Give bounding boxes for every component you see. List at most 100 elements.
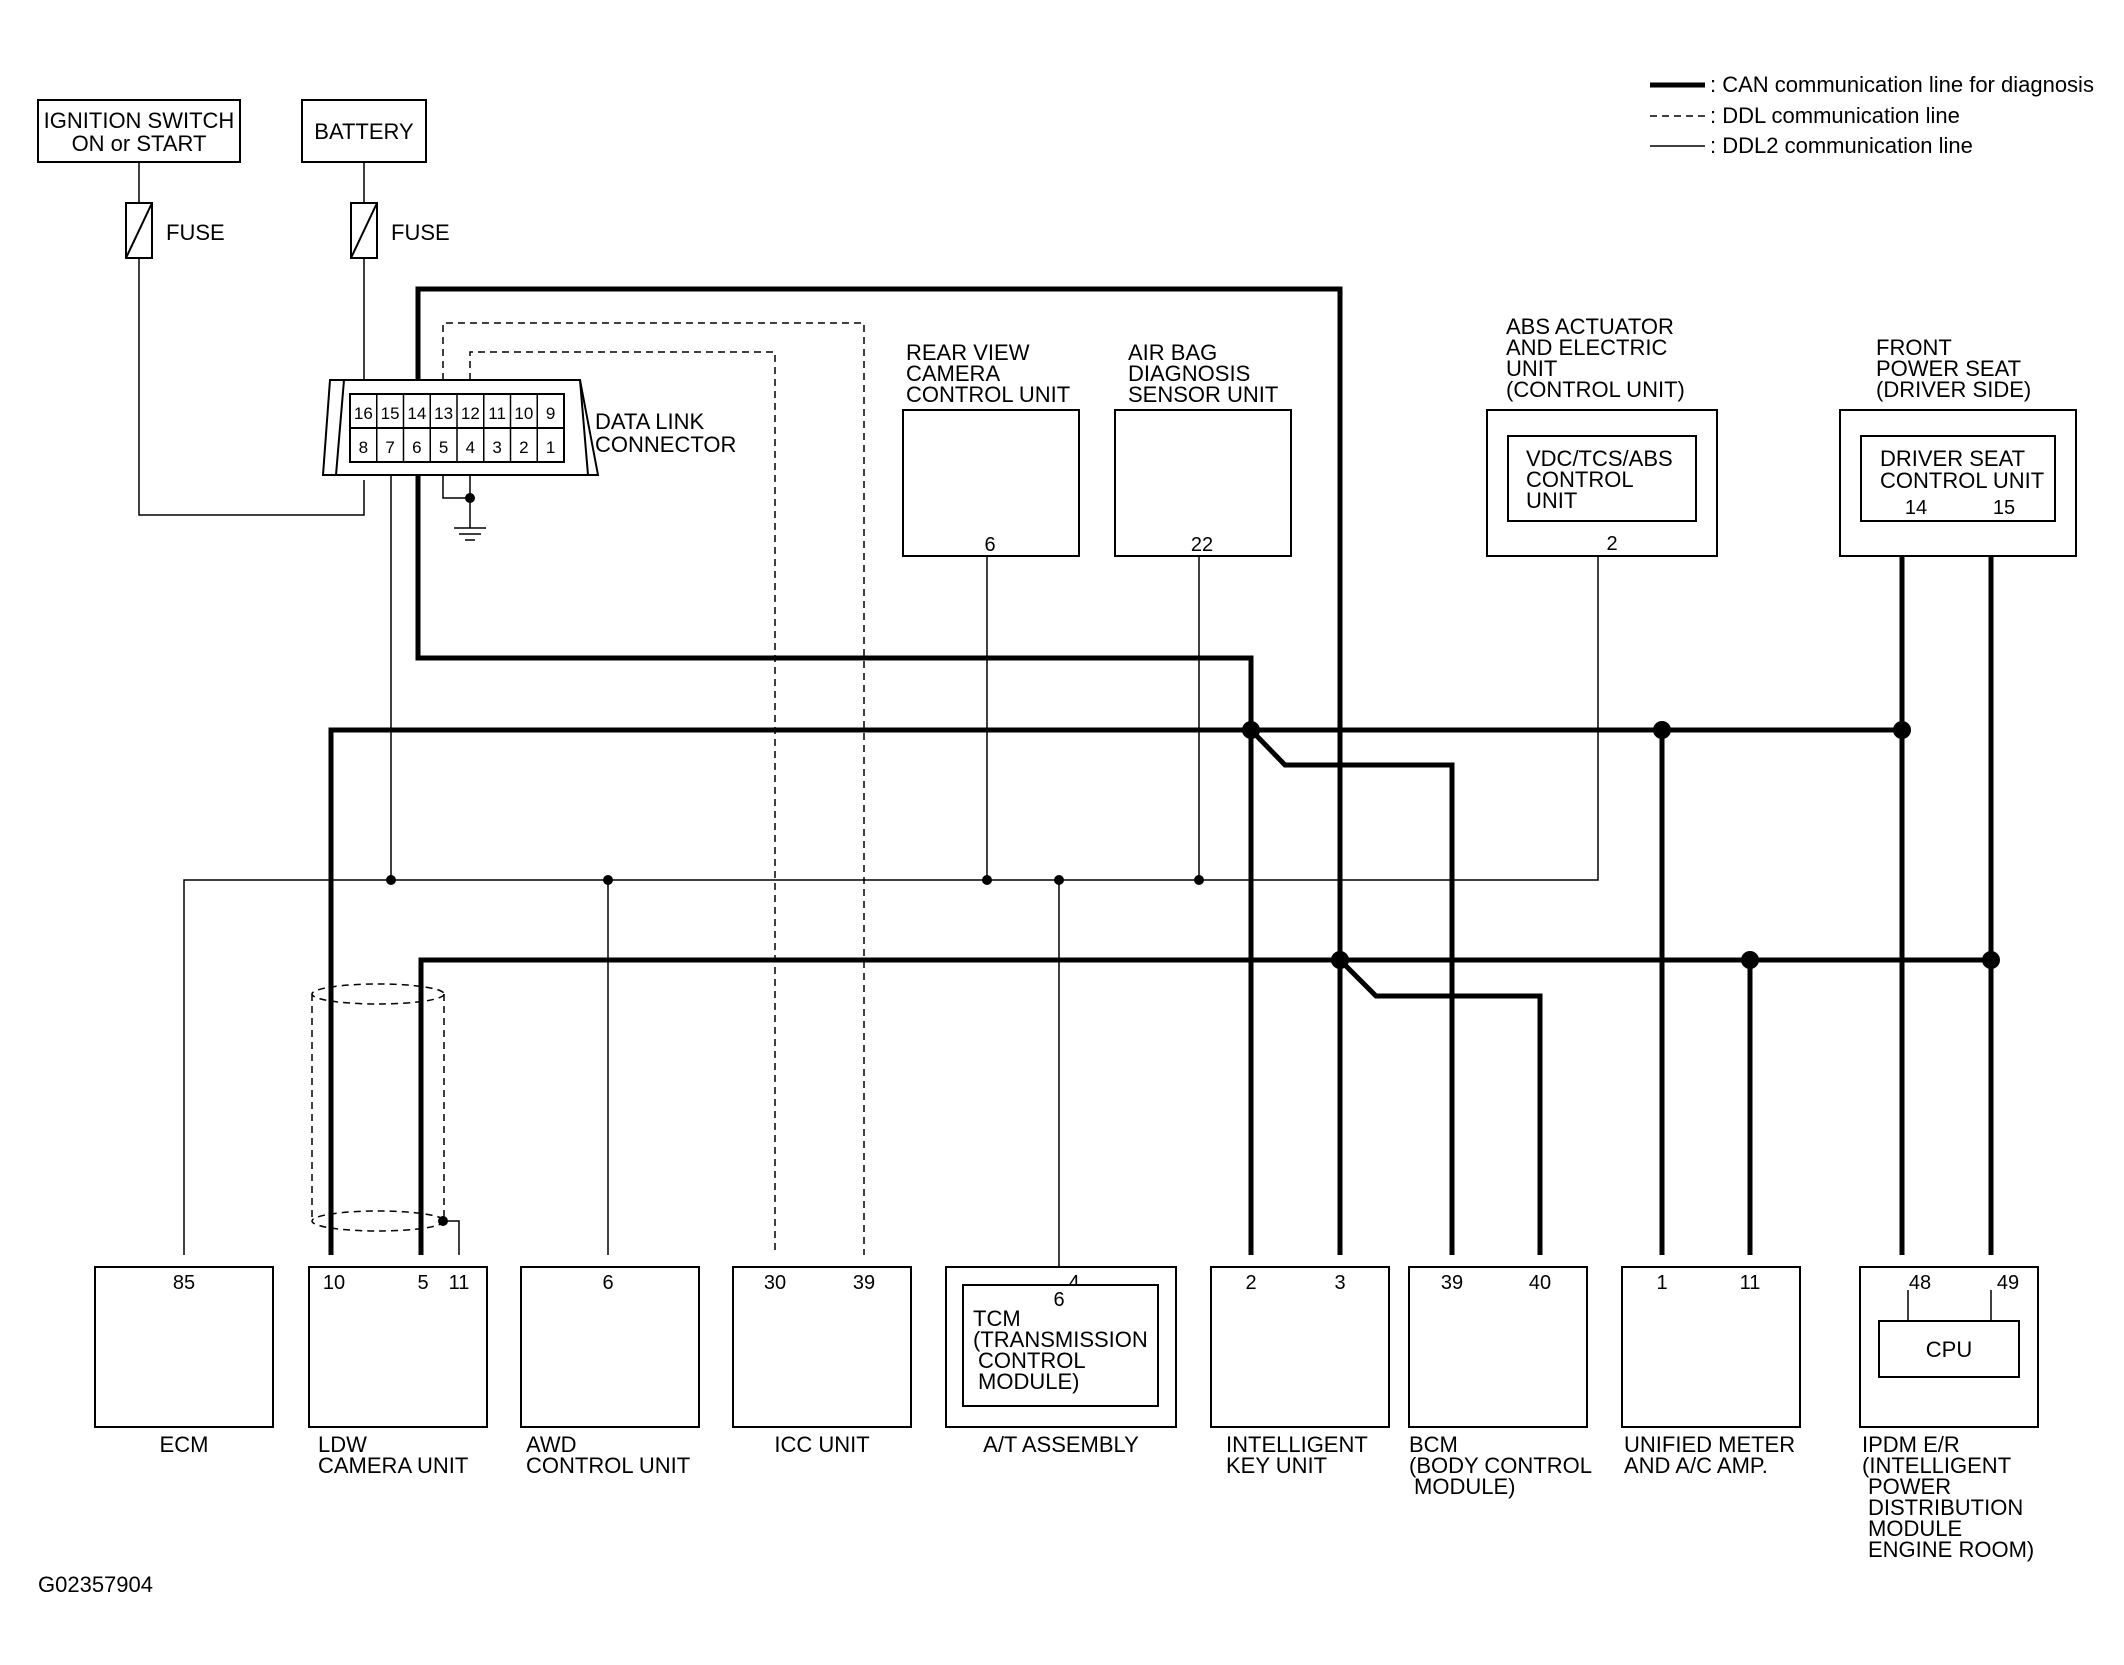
tcm-inner-box [962,1284,1159,1407]
ecm-label: ECM [160,1432,209,1457]
icc-unit: 30 39 ICC UNIT [732,1266,912,1457]
tcm-pin: 6 [1053,1289,1064,1311]
ddl-line-icc-39 [442,322,865,1255]
ground-junction-dot [465,493,475,503]
can-h-bcm-branch [1249,728,1455,1255]
ipdm-pin: 49 [1997,1272,2019,1294]
ground-symbol [454,527,486,541]
ldw-pin: 11 [449,1272,470,1294]
air-bag-pin: 22 [1191,534,1213,556]
can-l-dlc-line [415,286,1343,1255]
driver-seat-inner-label-line1: DRIVER SEAT [1880,446,2025,471]
meter-label-line2: AND A/C AMP. [1624,1453,1768,1478]
ddl2-junction-dot [1054,875,1064,885]
tcm-label-line3: CONTROL [978,1348,1086,1373]
dlc-pin-number: 12 [461,404,480,423]
ldw-label-line2: CAMERA UNIT [318,1453,468,1478]
dlc-pin-number: 4 [466,438,475,457]
at-assembly: 4 6 TCM (TRANSMISSION CONTROL MODULE) A/… [945,1266,1177,1457]
dlc-label-line1: DATA LINK [595,409,705,434]
ipdm-label-line5: MODULE [1868,1516,1962,1541]
can-h-bus [328,727,1902,1255]
meter-pin: 11 [1740,1272,1761,1294]
can-junction-dot [1893,721,1911,739]
dlc-pin-number: 9 [546,404,555,423]
legend-can-label: : CAN communication line for diagnosis [1710,72,2094,97]
iku-pin: 3 [1334,1272,1345,1294]
junction-dots [386,493,2000,1226]
can-junction-dot [1242,721,1260,739]
intelligent-key-unit: 2 3 INTELLIGENT KEY UNIT [1210,1266,1390,1478]
power-seat-label-line1: FRONT [1876,335,1952,360]
abs-inner-label-line1: VDC/TCS/ABS [1526,446,1673,471]
dlc-pin-number: 11 [488,404,506,423]
fuse-label: FUSE [166,220,225,245]
driver-seat-pin: 14 [1905,497,1927,519]
awd-pin: 6 [602,1272,613,1294]
battery: BATTERY [301,99,427,163]
ddl2-junction-dot [386,875,396,885]
bcm-label-line3: MODULE) [1414,1474,1515,1499]
can-junction-dot [1331,951,1349,969]
ddl-line-icc-30 [469,351,776,1255]
at-pin: 4 [1068,1272,1079,1294]
dlc-pin-number: 5 [439,438,448,457]
rear-view-label-line2: CAMERA [906,361,1000,386]
ddl2-bus [183,556,1599,1255]
iku-label-line2: KEY UNIT [1226,1453,1327,1478]
driver-seat-inner-label-line2: CONTROL UNIT [1880,468,2044,493]
meter-pin: 1 [1656,1272,1667,1294]
can-junction-dot [1741,951,1759,969]
can-h-dlc-line [415,462,1254,1255]
ipdm-label-line1: IPDM E/R [1862,1432,1960,1457]
dlc-label-line2: CONNECTOR [595,432,736,457]
rear-view-label-line1: REAR VIEW [906,340,1030,365]
can-l-bcm-branch [1338,958,1543,1255]
dlc-pin-number: 6 [412,438,421,457]
ignition-switch-label-line1: IGNITION SWITCH [44,108,235,133]
power-seat-label-line3: (DRIVER SIDE) [1876,377,2031,402]
bcm-pin: 39 [1441,1272,1463,1294]
rear-view-camera-control-unit: REAR VIEW CAMERA CONTROL UNIT 6 [902,340,1080,557]
icc-label: ICC UNIT [774,1432,869,1457]
fuse-label: FUSE [391,220,450,245]
ldw-camera-unit: 10 5 11 LDW CAMERA UNIT [308,1266,488,1478]
iku-pin: 2 [1245,1272,1256,1294]
abs-pin: 2 [1606,533,1617,555]
air-bag-label-line2: DIAGNOSIS [1128,361,1250,386]
shield-junction-dot [438,1216,448,1226]
can-l-bus [418,957,1991,1255]
bcm-pin: 40 [1529,1272,1551,1294]
air-bag-diagnosis-sensor-unit: AIR BAG DIAGNOSIS SENSOR UNIT 22 [1114,340,1292,557]
iku-label-line1: INTELLIGENT [1226,1432,1368,1457]
dlc-pin-number: 2 [519,438,528,457]
dlc-pin-number: 1 [546,438,555,457]
tcm-label-line1: TCM [973,1306,1021,1331]
can-junction-dot [1653,721,1671,739]
dlc-pin-number: 7 [385,438,394,457]
ldw-shield-drain-wire [443,1220,460,1255]
ldw-pin: 5 [417,1272,428,1294]
ipdm-label-line4: DISTRIBUTION [1868,1495,2023,1520]
awd-label-line2: CONTROL UNIT [526,1453,690,1478]
ddl2-junction-dot [603,875,613,885]
ignition-feed-wire [138,162,365,516]
ddl2-junction-dot [982,875,992,885]
fuse-ignition: FUSE [125,202,225,259]
power-seat-label-line2: POWER SEAT [1876,356,2021,381]
ipdm-label-line3: POWER [1868,1474,1951,1499]
battery-label: BATTERY [314,119,414,144]
awd-control-unit: 6 AWD CONTROL UNIT [520,1266,700,1478]
ignition-switch-label-line2: ON or START [72,131,207,156]
abs-label-line2: AND ELECTRIC [1506,335,1667,360]
ipdm-pin: 48 [1909,1272,1931,1294]
wires [138,162,1994,1285]
awd-label-line1: AWD [526,1432,577,1457]
dlc-pin-number: 10 [514,404,533,423]
legend-ddl-label: : DDL communication line [1710,103,1960,128]
rear-view-pin: 6 [984,534,995,556]
ldw-pin: 10 [323,1272,345,1294]
abs-label-line1: ABS ACTUATOR [1506,314,1674,339]
